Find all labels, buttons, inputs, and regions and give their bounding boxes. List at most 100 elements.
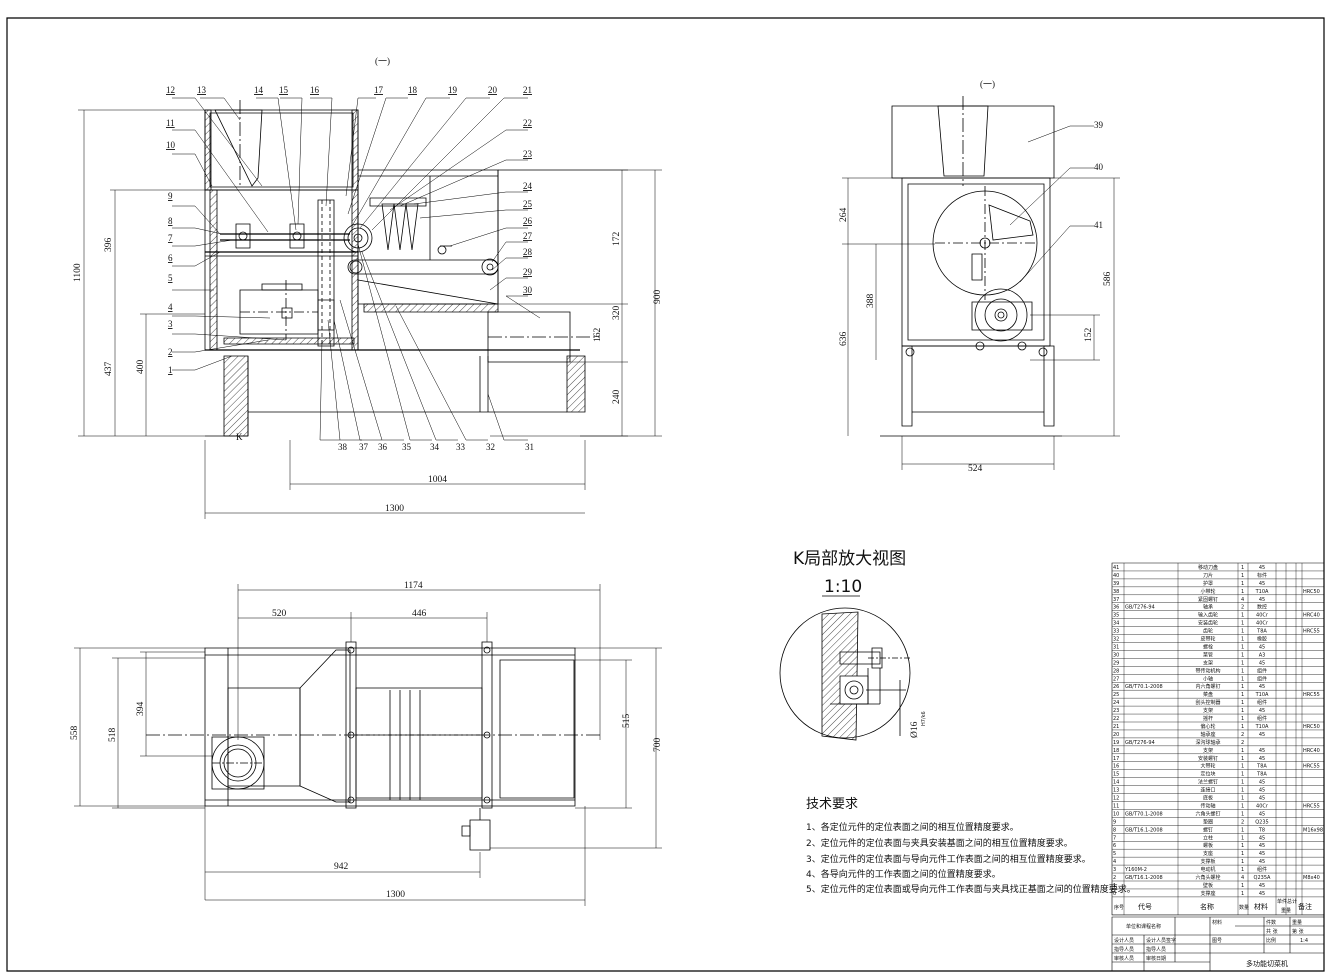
bom-row-material: 45 bbox=[1259, 796, 1265, 802]
bom-row-name: 立柱 bbox=[1203, 834, 1213, 841]
balloon-27: 27 bbox=[523, 231, 533, 241]
bom-row-qty: 1 bbox=[1241, 700, 1244, 706]
bom-row-qty: 1 bbox=[1241, 796, 1244, 802]
bom-row-name: 螺栓 bbox=[1203, 643, 1213, 650]
bom-header-total: 总计 bbox=[1287, 898, 1297, 905]
bom-row-no: 40 bbox=[1113, 573, 1119, 579]
dim-1300-top: 1300 bbox=[386, 890, 405, 900]
dim-586: 586 bbox=[1103, 272, 1113, 287]
dim-320: 320 bbox=[612, 306, 622, 321]
bom-row-no: 24 bbox=[1113, 700, 1119, 706]
tb-date2: 指导人员 bbox=[1146, 946, 1166, 953]
dim-400: 400 bbox=[136, 360, 146, 375]
front-leg-left bbox=[224, 356, 248, 436]
tb-qty-label: 件数 bbox=[1266, 919, 1276, 926]
bom-row-qty: 1 bbox=[1241, 772, 1244, 778]
bom-row-name: 紧固螺钉 bbox=[1198, 596, 1218, 603]
bom-row-note: HRC50 bbox=[1303, 724, 1320, 730]
bom-row-qty: 1 bbox=[1241, 851, 1244, 857]
bom-row-no: 13 bbox=[1113, 788, 1119, 794]
bom-row-material: 45 bbox=[1259, 788, 1265, 794]
balloon-36: 36 bbox=[378, 442, 388, 452]
bom-row-qty: 1 bbox=[1241, 637, 1244, 643]
side-labels: 39 40 41 264 388 636 586 152 524 bbox=[839, 120, 1113, 474]
balloon-14: 14 bbox=[254, 85, 264, 95]
balloon-35: 35 bbox=[402, 442, 412, 452]
front-view-label: (一) bbox=[375, 56, 390, 66]
bom-row-name: 支架 bbox=[1203, 707, 1213, 714]
bom-row-material: T8 bbox=[1258, 827, 1265, 833]
requirement-3: 3、定位元件的定位表面与导向元件工作表面之间的相互位置精度要求。 bbox=[806, 853, 1091, 865]
balloon-7: 7 bbox=[168, 233, 173, 243]
bom-row-name: 移动刀盘 bbox=[1198, 564, 1218, 571]
bom-row-material: 45 bbox=[1259, 597, 1265, 603]
bom-row-material: 40Cr bbox=[1256, 613, 1269, 619]
bom-row-code: Y160M-2 bbox=[1124, 867, 1147, 873]
bom-row-qty: 2 bbox=[1241, 740, 1244, 746]
balloon-13: 13 bbox=[197, 85, 207, 95]
bom-row-no: 28 bbox=[1113, 668, 1119, 674]
balloon-6: 6 bbox=[168, 253, 173, 263]
bom-row-material: Q235A bbox=[1254, 875, 1271, 881]
bom-row-no: 31 bbox=[1113, 644, 1119, 650]
bom-row-code: GB/T70.1-2008 bbox=[1125, 684, 1163, 690]
dim-524: 524 bbox=[968, 464, 983, 474]
bom-row-material: 40Cr bbox=[1256, 803, 1269, 809]
bom-row-qty: 1 bbox=[1241, 803, 1244, 809]
bom-row-no: 30 bbox=[1113, 652, 1119, 658]
bom-row-qty: 1 bbox=[1241, 780, 1244, 786]
bom-row-material: 45 bbox=[1259, 684, 1265, 690]
bom-row-name: 支撑座 bbox=[1200, 890, 1215, 897]
bom-row-qty: 1 bbox=[1241, 716, 1244, 722]
bom-row-no: 4 bbox=[1113, 859, 1116, 865]
bom-row-qty: 1 bbox=[1241, 788, 1244, 794]
title-block-text: 单位和课程名称 设计人员 指导人员 审核人员 设计人员签字 指导人员 审核日期 … bbox=[1114, 919, 1308, 968]
bom-row-no: 37 bbox=[1113, 597, 1119, 603]
bom-row-note: HRC55 bbox=[1303, 629, 1320, 635]
bom-row-material: 45 bbox=[1259, 581, 1265, 587]
bom-row-material: 45 bbox=[1259, 708, 1265, 714]
bom-row-name: 输入齿轮 bbox=[1198, 612, 1218, 619]
balloon-19: 19 bbox=[448, 85, 458, 95]
bom-row-code: GB/T276-94 bbox=[1125, 740, 1155, 746]
bom-row-material: 45 bbox=[1259, 891, 1265, 897]
dim-437: 437 bbox=[104, 362, 114, 377]
bom-row-material: 40Cr bbox=[1256, 621, 1269, 627]
dim-162: 162 bbox=[593, 328, 603, 343]
bom-row-no: 5 bbox=[1113, 851, 1116, 857]
balloon-18: 18 bbox=[408, 85, 418, 95]
tb-review: 审核人员 bbox=[1114, 955, 1134, 962]
bom-row-qty: 1 bbox=[1241, 629, 1244, 635]
bom-row-qty: 1 bbox=[1241, 891, 1244, 897]
tb-date3: 审核日期 bbox=[1146, 955, 1166, 962]
bom-row-name: 菜管 bbox=[1203, 651, 1213, 658]
bom-row-no: 10 bbox=[1113, 811, 1119, 817]
bom-header-weight: 重量 bbox=[1281, 907, 1291, 914]
balloon-25: 25 bbox=[523, 199, 533, 209]
bom-header-code: 代号 bbox=[1138, 902, 1152, 911]
bom-row-no: 26 bbox=[1113, 684, 1119, 690]
dim-515: 515 bbox=[622, 714, 632, 729]
bom-row-material: 45 bbox=[1259, 565, 1265, 571]
bom-header-qty: 数量 bbox=[1239, 904, 1249, 911]
bom-row-no: 0 bbox=[1113, 891, 1116, 897]
bom-header-name: 名称 bbox=[1200, 902, 1214, 911]
tb-sheet-label: 图号 bbox=[1212, 938, 1222, 944]
tb-scale-value: 1:4 bbox=[1300, 938, 1308, 944]
bom-row-qty: 1 bbox=[1241, 581, 1244, 587]
bom-row-name: 轴承 bbox=[1203, 604, 1213, 611]
balloon-32: 32 bbox=[486, 442, 495, 452]
bom-row-qty: 1 bbox=[1241, 660, 1244, 666]
bom-row-name: 支座 bbox=[1203, 850, 1213, 857]
bom-row-qty: 4 bbox=[1241, 875, 1244, 881]
bom-row-name: 大带轮 bbox=[1200, 763, 1215, 770]
bom-row-material: 45 bbox=[1259, 748, 1265, 754]
bom-row-name: 六角头螺钉 bbox=[1195, 810, 1220, 817]
bom-row-name: 支撑板 bbox=[1200, 858, 1215, 865]
bom-row-name: 刮头控制器 bbox=[1195, 699, 1220, 706]
bom-row-name: 菜盘 bbox=[1203, 691, 1213, 698]
bom-row-no: 32 bbox=[1113, 637, 1119, 643]
balloon-24: 24 bbox=[523, 181, 533, 191]
bom-row-no: 21 bbox=[1113, 724, 1119, 730]
